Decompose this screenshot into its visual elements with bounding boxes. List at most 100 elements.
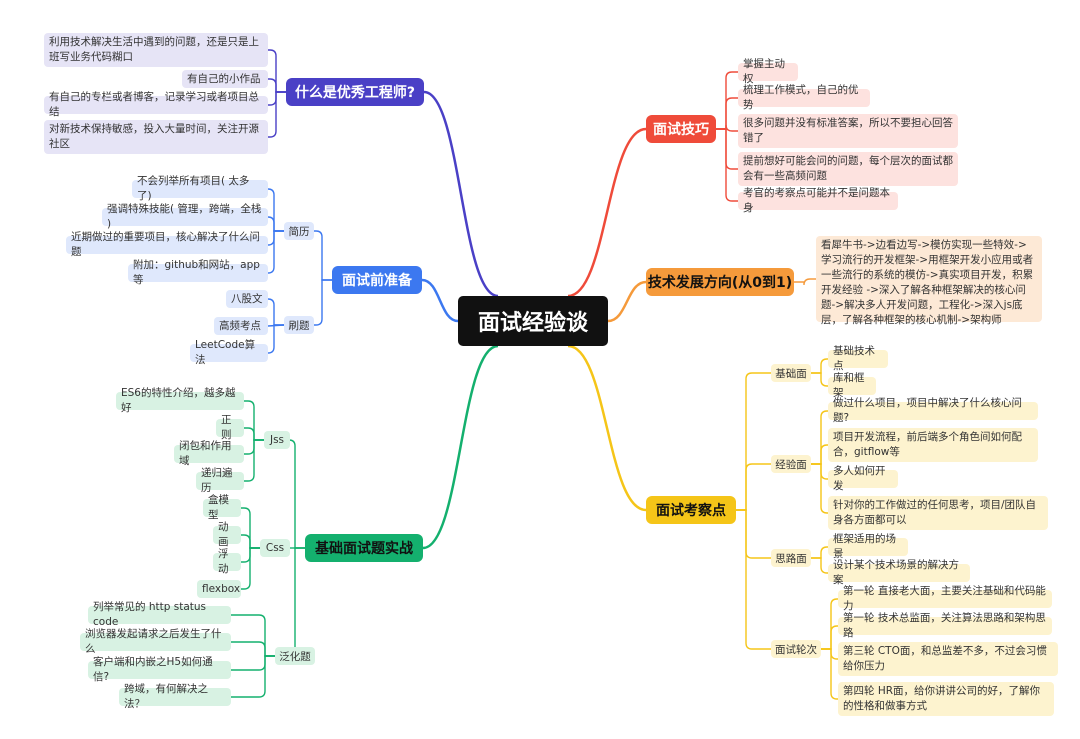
b6-sub-experience[interactable]: 经验面 (771, 455, 811, 473)
branch-assessment-points[interactable]: 面试考察点 (646, 496, 736, 524)
b4-leaf-1[interactable]: 掌握主动权 (738, 58, 798, 85)
link-b4-4 (716, 128, 738, 202)
b3-js-leaf-3[interactable]: 闭包和作用域 (174, 440, 244, 467)
link-b6s4-3 (821, 648, 838, 700)
link-center-b4 (567, 127, 647, 298)
b2-resume-leaf-4[interactable]: 附加：github和网站，app等 (128, 259, 268, 286)
b6-round-leaf-4[interactable]: 第四轮 HR面，给你讲讲公司的好，了解你的性格和做事方式 (838, 682, 1054, 716)
b4-leaf-5[interactable]: 考官的考察点可能并不是问题本身 (738, 187, 898, 214)
link-b2-1 (314, 279, 332, 326)
b3-css-leaf-1[interactable]: 盒模型 (203, 494, 241, 521)
b6-round-leaf-2[interactable]: 第一轮 技术总监面，关注算法思路和架构思路 (838, 612, 1052, 639)
b3-sub-css[interactable]: Css (260, 539, 290, 557)
b4-leaf-3[interactable]: 很多问题并没有标准答案，所以不要担心回答错了 (738, 114, 958, 148)
b1-leaf-3[interactable]: 有自己的专栏或者博客，记录学习或者项目总结 (44, 91, 268, 118)
b1-leaf-1[interactable]: 利用技术解决生活中遇到的问题，还是只是上班写业务代码糊口 (44, 33, 268, 67)
link-b3s1-0 (244, 400, 264, 441)
link-b2s1-3 (267, 230, 284, 274)
link-b4-2 (716, 124, 738, 132)
link-center-b5 (607, 280, 647, 323)
link-b2s1-1 (267, 216, 284, 232)
b3-sub-js[interactable]: Jss (264, 431, 290, 449)
link-b6s4-0 (821, 598, 838, 650)
b4-leaf-2[interactable]: 梳理工作模式，自己的优势 (738, 84, 870, 111)
link-b6s3-1 (811, 557, 828, 574)
b3-css-leaf-2[interactable]: 动画 (213, 521, 241, 548)
b6-basic-leaf-2[interactable]: 库和框架 (828, 372, 876, 399)
b6-sub-thinking[interactable]: 思路面 (771, 549, 811, 567)
b3-general-leaf-4[interactable]: 跨域，有何解决之法？ (119, 683, 231, 710)
central-topic[interactable]: 面试经验谈 (458, 296, 608, 346)
b4-leaf-4[interactable]: 提前想好可能会问的问题，每个层次的面试都会有一些高频问题 (738, 152, 958, 186)
link-b2s1-2 (267, 230, 284, 246)
b1-leaf-4[interactable]: 对新技术保持敏感，投入大量时间，关注开源社区 (44, 120, 268, 154)
b5-leaf-1[interactable]: 看犀牛书->边看边写->模仿实现一些特效->学习流行的开发框架->用框架开发小应… (816, 236, 1042, 326)
b2-practice-leaf-1[interactable]: 八股文 (226, 290, 268, 308)
b6-think-leaf-1[interactable]: 框架适用的场景 (828, 533, 908, 560)
b2-resume-leaf-3[interactable]: 近期做过的重要项目，核心解决了什么问题 (66, 231, 268, 258)
b2-resume-leaf-1[interactable]: 不会列举所有项目( 太多了) (132, 175, 268, 202)
link-b3s2-1 (241, 534, 260, 549)
link-b6s2-1 (811, 444, 828, 465)
b3-js-leaf-4[interactable]: 递归遍历 (196, 467, 244, 494)
link-b3s1-1 (244, 427, 264, 441)
link-b6-0 (736, 372, 771, 511)
b2-resume-leaf-2[interactable]: 强调特殊技能( 管理，跨端，全栈 ) (102, 203, 268, 230)
link-b4-3 (716, 128, 738, 170)
link-center-b1 (423, 90, 499, 298)
link-b3s2-3 (241, 547, 260, 590)
b6-basic-leaf-1[interactable]: 基础技术点 (828, 345, 888, 372)
link-b4-0 (716, 71, 738, 130)
b6-sub-basic[interactable]: 基础面 (771, 364, 811, 382)
b6-round-leaf-3[interactable]: 第三轮 CTO面，和总监差不多，不过会习惯给你压力 (838, 642, 1058, 676)
link-center-b2 (421, 278, 459, 323)
b3-general-leaf-3[interactable]: 客户端和内嵌之H5如何通信? (88, 656, 231, 683)
link-b1-2 (268, 91, 286, 106)
link-b6s1-1 (811, 372, 828, 387)
link-b6-3 (736, 509, 771, 650)
b2-sub-practice[interactable]: 刷题 (284, 316, 314, 334)
link-b6s4-2 (821, 648, 838, 660)
b3-css-leaf-3[interactable]: 浮动 (213, 548, 241, 575)
link-b1-1 (268, 78, 286, 93)
link-b6s1-0 (811, 358, 828, 374)
link-b6s2-3 (811, 463, 828, 514)
link-b6-2 (736, 509, 771, 559)
b2-practice-leaf-2[interactable]: 高频考点 (214, 317, 268, 335)
link-b3s1-3 (244, 439, 264, 482)
branch-tech-path[interactable]: 技术发展方向(从0到1) (646, 268, 794, 296)
link-b2s1-0 (267, 188, 284, 232)
b3-css-leaf-4[interactable]: flexbox (197, 580, 241, 598)
b3-sub-general[interactable]: 泛化题 (275, 647, 315, 665)
link-b4-1 (716, 97, 738, 130)
b3-general-leaf-2[interactable]: 浏览器发起请求之后发生了什么 (80, 628, 231, 655)
b3-general-leaf-1[interactable]: 列举常见的 http status code (88, 601, 231, 628)
link-b6s2-2 (811, 463, 828, 480)
b6-round-leaf-1[interactable]: 第一轮 直接老大面，主要关注基础和代码能力 (838, 585, 1052, 612)
b1-leaf-2[interactable]: 有自己的小作品 (182, 70, 268, 88)
link-center-b3 (422, 344, 499, 550)
branch-interview-skills[interactable]: 面试技巧 (646, 115, 716, 143)
link-b6-1 (736, 463, 771, 511)
branch-interview-prep[interactable]: 面试前准备 (332, 266, 422, 294)
b3-js-leaf-2[interactable]: 正则 (216, 414, 244, 441)
b6-exp-leaf-1[interactable]: 做过什么项目，项目中解决了什么核心问题? (828, 397, 1038, 424)
b6-sub-rounds[interactable]: 面试轮次 (771, 640, 821, 658)
b6-exp-leaf-2[interactable]: 项目开发流程，前后端多个角色间如何配合，gitflow等 (828, 428, 1038, 462)
link-b2-0 (314, 230, 332, 281)
link-b3-2 (288, 547, 315, 657)
link-b2s2-0 (267, 298, 284, 326)
b6-exp-leaf-3[interactable]: 多人如何开发 (828, 465, 898, 492)
branch-basic-questions[interactable]: 基础面试题实战 (305, 534, 423, 562)
link-b2s2-2 (267, 324, 284, 354)
b3-js-leaf-1[interactable]: ES6的特性介绍，越多越好 (116, 387, 244, 414)
branch-excellent-engineer[interactable]: 什么是优秀工程师? (286, 78, 424, 106)
b6-exp-leaf-4[interactable]: 针对你的工作做过的任何思考，项目/团队自身各方面都可以 (828, 496, 1048, 530)
b2-practice-leaf-3[interactable]: LeetCode算法 (190, 339, 268, 366)
b2-sub-resume[interactable]: 简历 (284, 222, 314, 240)
link-b1-0 (268, 49, 286, 93)
b6-think-leaf-2[interactable]: 设计某个技术场景的解决方案 (828, 559, 970, 586)
link-b5-0 (794, 278, 816, 286)
link-b6s2-0 (811, 410, 828, 465)
